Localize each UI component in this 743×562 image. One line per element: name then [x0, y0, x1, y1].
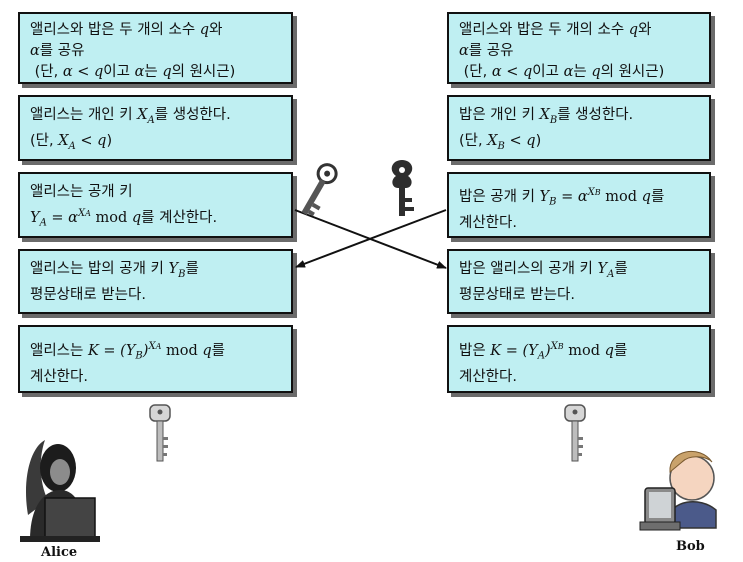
- bob-step-4-box: 밥은 앨리스의 공개 키 YA를 평문상태로 받는다.: [447, 249, 711, 314]
- private-key-icon: [391, 160, 414, 216]
- bob-caption: Bob: [676, 539, 705, 554]
- alice-secret-key-icon: [149, 404, 171, 462]
- bob-step-5-box: 밥은 K = (YA)XB mod q를 계산한다.: [447, 325, 711, 393]
- bob-step-1-box: 앨리스와 밥은 두 개의 소수 q와 α를 공유 (단, α < q이고 α는 …: [447, 12, 711, 84]
- public-key-icon: [301, 163, 338, 217]
- alice-step-2-box: 앨리스는 개인 키 XA를 생성한다. (단, XA < q): [18, 95, 293, 161]
- bob-secret-key-icon: [564, 404, 586, 462]
- alice-step-4-box: 앨리스는 밥의 공개 키 YB를 평문상태로 받는다.: [18, 249, 293, 314]
- alice-step-3-box: 앨리스는 공개 키 YA = αXA mod q를 계산한다.: [18, 172, 293, 238]
- alice-step-5-box: 앨리스는 K = (YB)XA mod q를 계산한다.: [18, 325, 293, 393]
- arrow-bob-to-alice: [295, 209, 447, 268]
- bob-step-2-box: 밥은 개인 키 XB를 생성한다. (단, XB < q): [447, 95, 711, 161]
- alice-figure-icon: [20, 440, 100, 542]
- bob-step-3-box: 밥은 공개 키 YB = αXB mod q를 계산한다.: [447, 172, 711, 238]
- alice-caption: Alice: [41, 545, 78, 560]
- bob-figure-icon: [639, 451, 717, 531]
- alice-step-1-box: 앨리스와 밥은 두 개의 소수 q와 α를 공유 (단, α < q이고 α는 …: [18, 12, 293, 84]
